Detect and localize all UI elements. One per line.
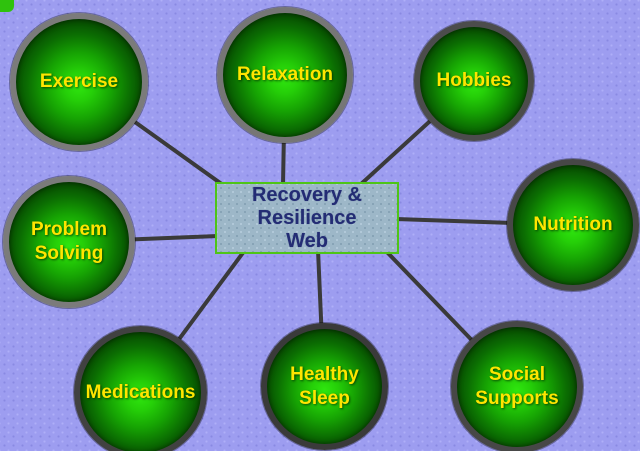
node-label-social-supports: Social Supports [475, 364, 559, 409]
node-label-hobbies: Hobbies [436, 70, 512, 91]
node-social-supports: Social Supports [451, 321, 583, 451]
node-relaxation: Relaxation [217, 7, 353, 143]
node-healthy-sleep: Healthy Sleep [261, 323, 388, 450]
node-label-exercise: Exercise [39, 71, 119, 92]
node-label-relaxation: Relaxation [236, 64, 334, 85]
center-hub-label: Recovery & Resilience Web [251, 183, 363, 252]
node-label-healthy-sleep: Healthy Sleep [290, 363, 359, 409]
node-label-problem-solving: Problem Solving [30, 219, 108, 264]
node-label-nutrition: Nutrition [533, 214, 613, 235]
node-label-medications: Medications [85, 381, 196, 403]
node-nutrition: Nutrition [507, 159, 639, 291]
node-hobbies: Hobbies [414, 21, 534, 141]
center-hub-box: Recovery & Resilience Web [215, 182, 399, 254]
node-exercise: Exercise [10, 13, 148, 151]
node-medications: Medications [74, 326, 207, 451]
corner-green-artifact [0, 0, 14, 12]
node-problem-solving: Problem Solving [3, 176, 135, 308]
